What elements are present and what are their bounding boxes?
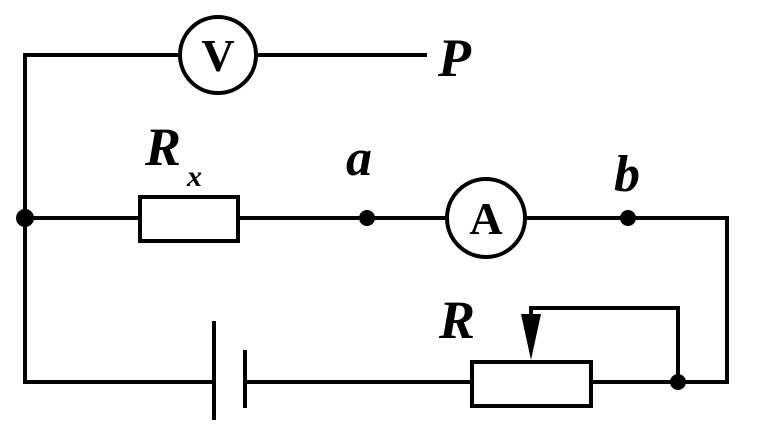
- resistor-rx: [138, 195, 240, 243]
- rx-label-subscript: x: [186, 160, 202, 193]
- node-b-label: b: [614, 146, 640, 203]
- slider-arrow-icon: [521, 314, 541, 360]
- bottom-right-junction-node: [670, 374, 686, 390]
- voltmeter-label: V: [201, 30, 234, 81]
- node-a-dot: [359, 210, 375, 226]
- node-b-dot: [620, 210, 636, 226]
- rheostat-body: [470, 360, 593, 408]
- ammeter-label: A: [469, 193, 502, 244]
- bottom-left-wire: [23, 216, 216, 384]
- node-a-label: a: [346, 130, 372, 187]
- rx-label-main: R: [144, 117, 181, 177]
- top-left-wire: [23, 53, 182, 220]
- probe-label: P: [437, 28, 472, 88]
- rheostat-slider-wire: [529, 306, 680, 384]
- rheostat-label: R: [438, 290, 475, 350]
- middle-right-wire: [523, 216, 729, 384]
